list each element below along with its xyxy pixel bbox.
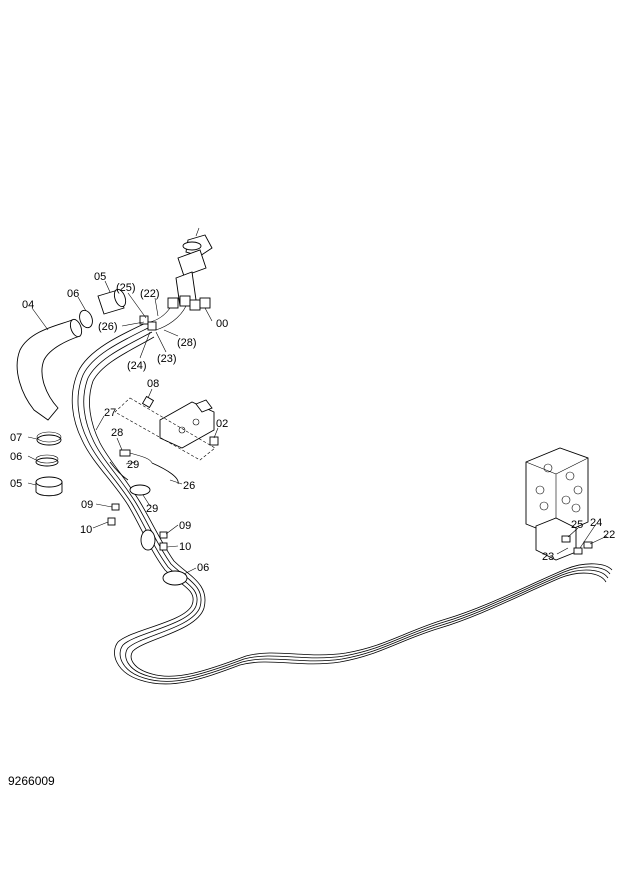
callout-26-ref: (26): [98, 321, 118, 333]
callout-24: 24: [590, 517, 602, 529]
adapter-05-top: [97, 288, 127, 315]
nut-02: [209, 436, 219, 446]
callout-27: 27: [104, 407, 116, 419]
leader-lines: [27, 280, 608, 575]
pilot-valve: [175, 227, 213, 307]
callout-08: 08: [147, 378, 159, 390]
callout-10-left: 10: [80, 524, 92, 536]
clamp-06-lower: [162, 570, 188, 586]
callout-29-lower: 29: [146, 503, 158, 515]
callout-22-ref: (22): [140, 288, 160, 300]
callout-06-lower: 06: [197, 562, 209, 574]
callout-00: 00: [216, 318, 228, 330]
callout-05-top: 05: [94, 271, 106, 283]
callout-25: 25: [571, 519, 583, 531]
hose-bundle: [71, 321, 613, 685]
callout-05-bottom: 05: [10, 478, 22, 490]
clamp-06-mid: [35, 454, 59, 467]
clamp-bolts-09-10: [107, 503, 168, 551]
callout-23: 23: [542, 551, 554, 563]
callout-10-right: 10: [179, 541, 191, 553]
control-valve: [525, 447, 593, 561]
clamp-29: [129, 484, 151, 496]
callout-22: 22: [603, 529, 615, 541]
callout-29-upper: 29: [127, 459, 139, 471]
drawing-number: 9266009: [8, 774, 55, 788]
clamp-06-top: [79, 309, 93, 329]
callout-24-ref: (24): [127, 360, 147, 372]
callout-07: 07: [10, 432, 22, 444]
callout-23-ref: (23): [157, 353, 177, 365]
callout-06-top: 06: [67, 288, 79, 300]
callout-28-ref: (28): [177, 337, 197, 349]
callout-02: 02: [216, 418, 228, 430]
clamp-07: [36, 431, 62, 446]
adapter-05-bottom: [35, 476, 63, 497]
callout-06-mid: 06: [10, 451, 22, 463]
hose-28: [119, 449, 153, 464]
hose-fittings-top: [139, 295, 211, 331]
bolt-08: [141, 395, 155, 409]
bracket: [159, 399, 215, 449]
callout-26: 26: [183, 480, 195, 492]
elbow-hose: [16, 318, 83, 421]
callout-25-ref: (25): [116, 282, 136, 294]
callout-09-left: 09: [81, 499, 93, 511]
callout-labels: 04 06 05 (25) (22) (26) 00 (28) (24) (23…: [10, 271, 615, 574]
callout-04: 04: [22, 299, 34, 311]
callout-28: 28: [111, 427, 123, 439]
callout-09-right: 09: [179, 520, 191, 532]
